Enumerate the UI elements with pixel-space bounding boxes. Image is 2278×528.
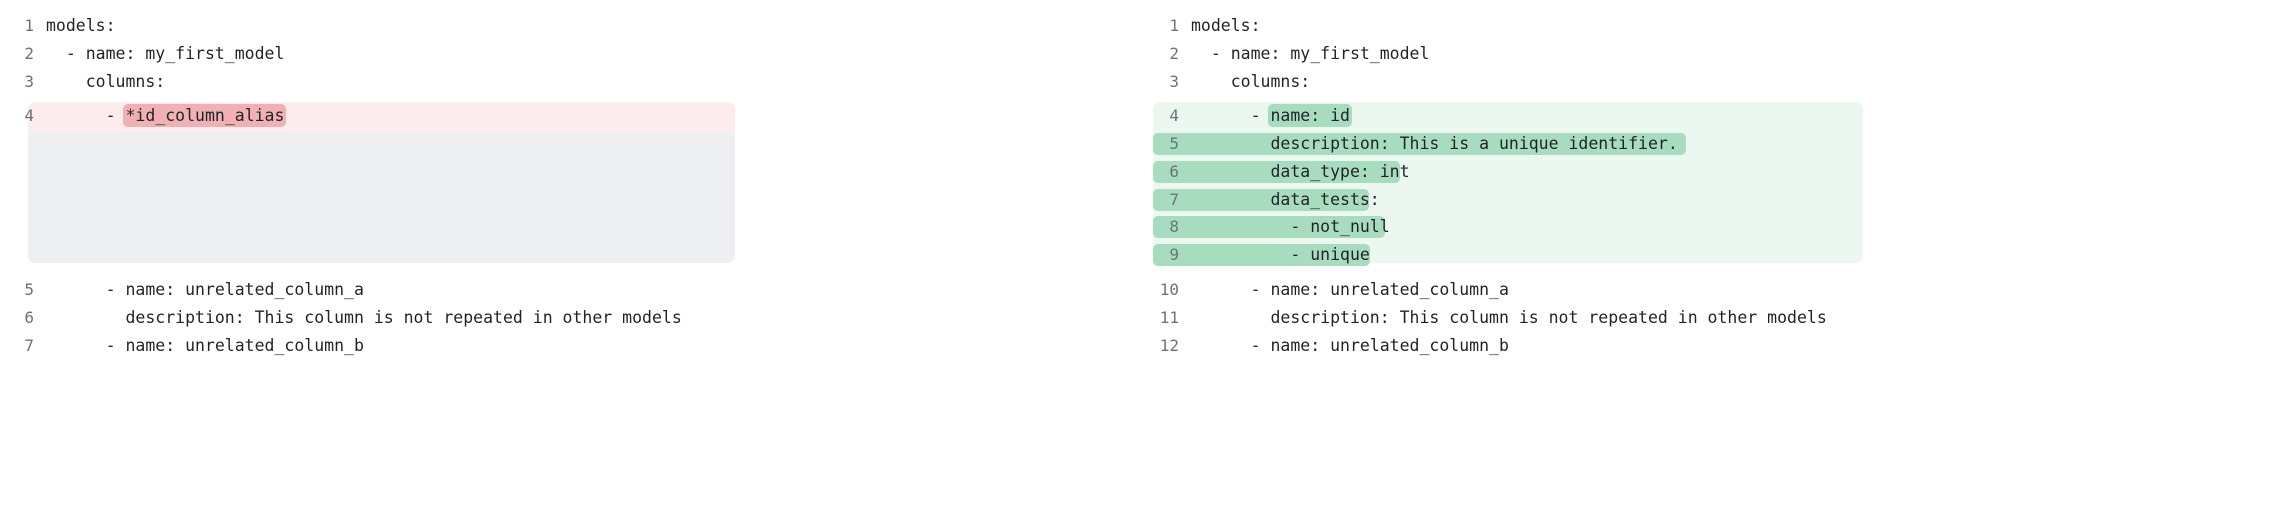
line-number: 7 (24, 336, 34, 355)
added-token[interactable]: name: id (1268, 104, 1352, 127)
line-number: 2 (24, 44, 34, 63)
line-indent-prefix: - (1191, 106, 1271, 125)
code-line: 12 - name: unrelated_column_b (1139, 332, 2278, 360)
line-content[interactable]: - name: my_first_model (46, 44, 285, 63)
code-line: 2 - name: my_first_model (1139, 40, 2278, 68)
code-line-added: 9 - unique (1139, 241, 2278, 269)
line-number: 1 (24, 16, 34, 35)
line-number: 2 (1169, 44, 1179, 63)
added-band-line8 (1153, 216, 1385, 238)
line-content[interactable]: description: This column is not repeated… (46, 308, 682, 327)
line-number: 12 (1159, 336, 1179, 355)
code-line-removed: 4 - *id_column_alias (0, 102, 1139, 130)
code-line: 11 description: This column is not repea… (1139, 304, 2278, 332)
line-content[interactable]: - name: unrelated_column_a (1191, 280, 1509, 299)
line-content[interactable]: - name: unrelated_column_a (46, 280, 364, 299)
line-content[interactable]: - name: unrelated_column_b (1191, 336, 1509, 355)
line-number: 8 (1169, 217, 1179, 236)
code-line: 5 - name: unrelated_column_a (0, 276, 1139, 304)
diff-pane-added: 1 models: 2 - name: my_first_model 3 col… (1139, 0, 2278, 528)
code-line: 1 models: (0, 12, 1139, 40)
line-number: 1 (1169, 16, 1179, 35)
line-number: 5 (24, 280, 34, 299)
line-content[interactable]: data_type: int (1191, 162, 1410, 181)
line-content[interactable]: - *id_column_alias (46, 102, 287, 130)
line-number: 7 (1169, 190, 1179, 209)
code-line-added: 7 data_tests: (1139, 186, 2278, 214)
line-number: 5 (1169, 134, 1179, 153)
code-line-added: 6 data_type: int (1139, 158, 2278, 186)
line-content[interactable]: - not_null (1191, 217, 1390, 236)
line-number: 3 (1169, 72, 1179, 91)
line-number: 6 (1169, 162, 1179, 181)
line-content[interactable]: - name: unrelated_column_b (46, 336, 364, 355)
code-line: 1 models: (1139, 12, 2278, 40)
diff-pane-removed: 1 models: 2 - name: my_first_model 3 col… (0, 12, 1139, 360)
line-number: 9 (1169, 245, 1179, 264)
added-band-line7 (1153, 189, 1369, 211)
code-line: 7 - name: unrelated_column_b (0, 332, 1139, 360)
code-line: 10 - name: unrelated_column_a (1139, 276, 2278, 304)
line-number: 10 (1159, 280, 1179, 299)
line-content[interactable]: description: This is a unique identifier… (1191, 134, 1678, 153)
line-number: 4 (24, 106, 34, 125)
code-line: 2 - name: my_first_model (0, 40, 1139, 68)
line-number: 11 (1159, 308, 1179, 327)
removed-token[interactable]: *id_column_alias (123, 104, 287, 127)
line-indent-prefix: - (46, 106, 126, 125)
added-band-line9 (1153, 244, 1370, 266)
added-band-line5 (1153, 133, 1686, 155)
line-content[interactable]: - name: my_first_model (1191, 44, 1430, 63)
line-number: 4 (1169, 106, 1179, 125)
line-content[interactable]: models: (46, 16, 116, 35)
code-line: 6 description: This column is not repeat… (0, 304, 1139, 332)
line-content[interactable]: - unique (1191, 245, 1370, 264)
line-content[interactable]: description: This column is not repeated… (1191, 308, 1827, 327)
line-content[interactable]: columns: (1191, 72, 1311, 91)
line-content[interactable]: models: (1191, 16, 1261, 35)
code-line: 3 columns: (0, 68, 1139, 96)
code-line-added: 4 - name: id (1139, 102, 2278, 130)
removed-placeholder-block (28, 132, 735, 263)
line-content[interactable]: - name: id (1191, 102, 1352, 130)
line-content[interactable]: columns: (46, 72, 166, 91)
code-line-added: 5 description: This is a unique identifi… (1139, 130, 2278, 158)
code-line-added: 8 - not_null (1139, 213, 2278, 241)
code-line: 3 columns: (1139, 68, 2278, 96)
added-band-line6 (1153, 161, 1400, 183)
line-content[interactable]: data_tests: (1191, 190, 1380, 209)
line-number: 6 (24, 308, 34, 327)
line-number: 3 (24, 72, 34, 91)
